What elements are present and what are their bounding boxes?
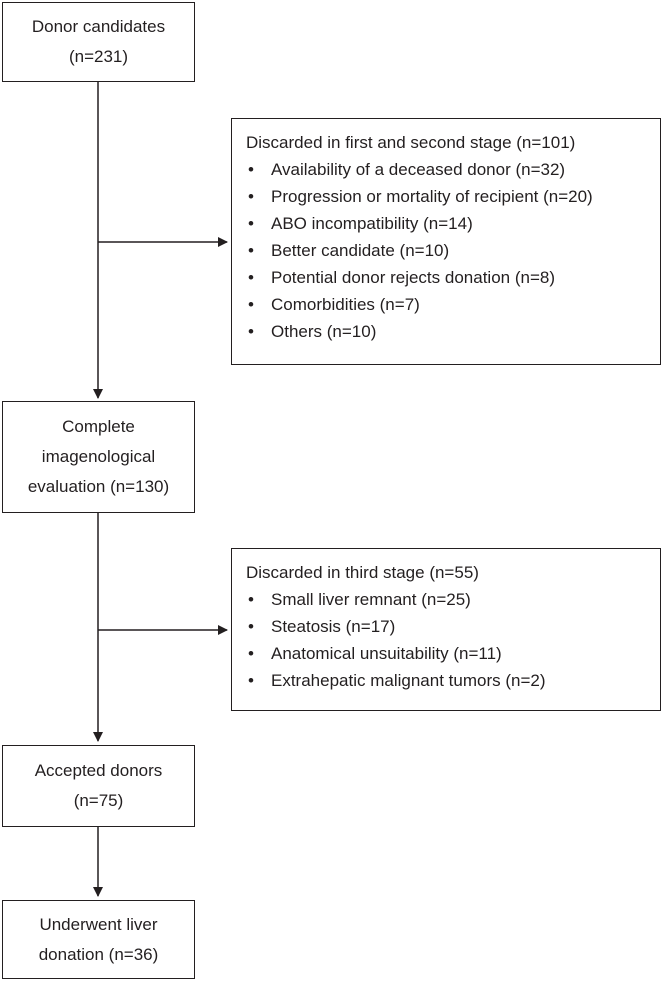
list-item: • Others (n=10) xyxy=(246,318,660,345)
list-item-text: Potential donor rejects donation (n=8) xyxy=(271,268,555,287)
underwent-donation-line2: donation (n=36) xyxy=(38,944,159,964)
complete-evaluation-box: Complete imagenological evaluation (n=13… xyxy=(2,401,195,513)
list-item-text: Comorbidities (n=7) xyxy=(271,295,420,314)
underwent-donation-line1: Underwent liver xyxy=(39,914,158,934)
list-item: • Better candidate (n=10) xyxy=(246,237,660,264)
bullet-icon: • xyxy=(248,187,254,206)
complete-evaluation-line3: evaluation (n=130) xyxy=(27,477,170,496)
list-item: • Availability of a deceased donor (n=32) xyxy=(246,156,660,183)
list-item: • ABO incompatibility (n=14) xyxy=(246,210,660,237)
list-item: • Extrahepatic malignant tumors (n=2) xyxy=(246,667,660,694)
list-item-text: ABO incompatibility (n=14) xyxy=(271,214,473,233)
bullet-icon: • xyxy=(248,268,254,287)
accepted-donors-label: Accepted donors xyxy=(34,761,163,780)
bullet-icon: • xyxy=(248,590,254,609)
bullet-icon: • xyxy=(248,617,254,636)
list-item-text: Others (n=10) xyxy=(271,322,377,341)
list-item-text: Anatomical unsuitability (n=11) xyxy=(271,644,502,663)
complete-evaluation-line1: Complete xyxy=(62,417,135,436)
bullet-icon: • xyxy=(248,214,254,233)
bullet-icon: • xyxy=(248,295,254,314)
list-item-text: Availability of a deceased donor (n=32) xyxy=(271,160,566,179)
complete-evaluation-line2: imagenological xyxy=(41,447,156,466)
list-item-text: Steatosis (n=17) xyxy=(271,617,396,636)
list-item: • Steatosis (n=17) xyxy=(246,613,660,640)
bullet-icon: • xyxy=(248,241,254,260)
list-item-text: Small liver remnant (n=25) xyxy=(271,590,471,609)
accepted-donors-count: (n=75) xyxy=(73,791,124,810)
list-item-text: Better candidate (n=10) xyxy=(271,241,450,260)
list-item-text: Progression or mortality of recipient (n… xyxy=(271,187,593,206)
list-item: • Potential donor rejects donation (n=8) xyxy=(246,264,660,291)
bullet-icon: • xyxy=(248,644,254,663)
donor-candidates-label: Donor candidates xyxy=(31,17,166,36)
bullet-icon: • xyxy=(248,160,254,179)
list-item: • Small liver remnant (n=25) xyxy=(246,586,660,613)
list-item: • Progression or mortality of recipient (… xyxy=(246,183,660,210)
list-item: • Anatomical unsuitability (n=11) xyxy=(246,640,660,667)
discard-stage-1-2-list: • Availability of a deceased donor (n=32)… xyxy=(246,156,660,345)
discard-stage-1-2-title: Discarded in first and second stage (n=1… xyxy=(246,133,576,152)
underwent-donation-box: Underwent liver donation (n=36) xyxy=(2,900,195,979)
list-item: • Comorbidities (n=7) xyxy=(246,291,660,318)
accepted-donors-box: Accepted donors (n=75) xyxy=(2,745,195,827)
discard-stage-3-title: Discarded in third stage (n=55) xyxy=(246,563,479,582)
discard-stage-1-2-box: Discarded in first and second stage (n=1… xyxy=(231,118,661,365)
donor-candidates-box: Donor candidates (n=231) xyxy=(2,2,195,82)
discard-stage-3-list: • Small liver remnant (n=25) • Steatosis (… xyxy=(246,586,660,694)
donor-candidates-count: (n=231) xyxy=(68,47,129,66)
discard-stage-3-box: Discarded in third stage (n=55) • Small l… xyxy=(231,548,661,711)
bullet-icon: • xyxy=(248,671,254,690)
list-item-text: Extrahepatic malignant tumors (n=2) xyxy=(271,671,546,690)
bullet-icon: • xyxy=(248,322,254,341)
